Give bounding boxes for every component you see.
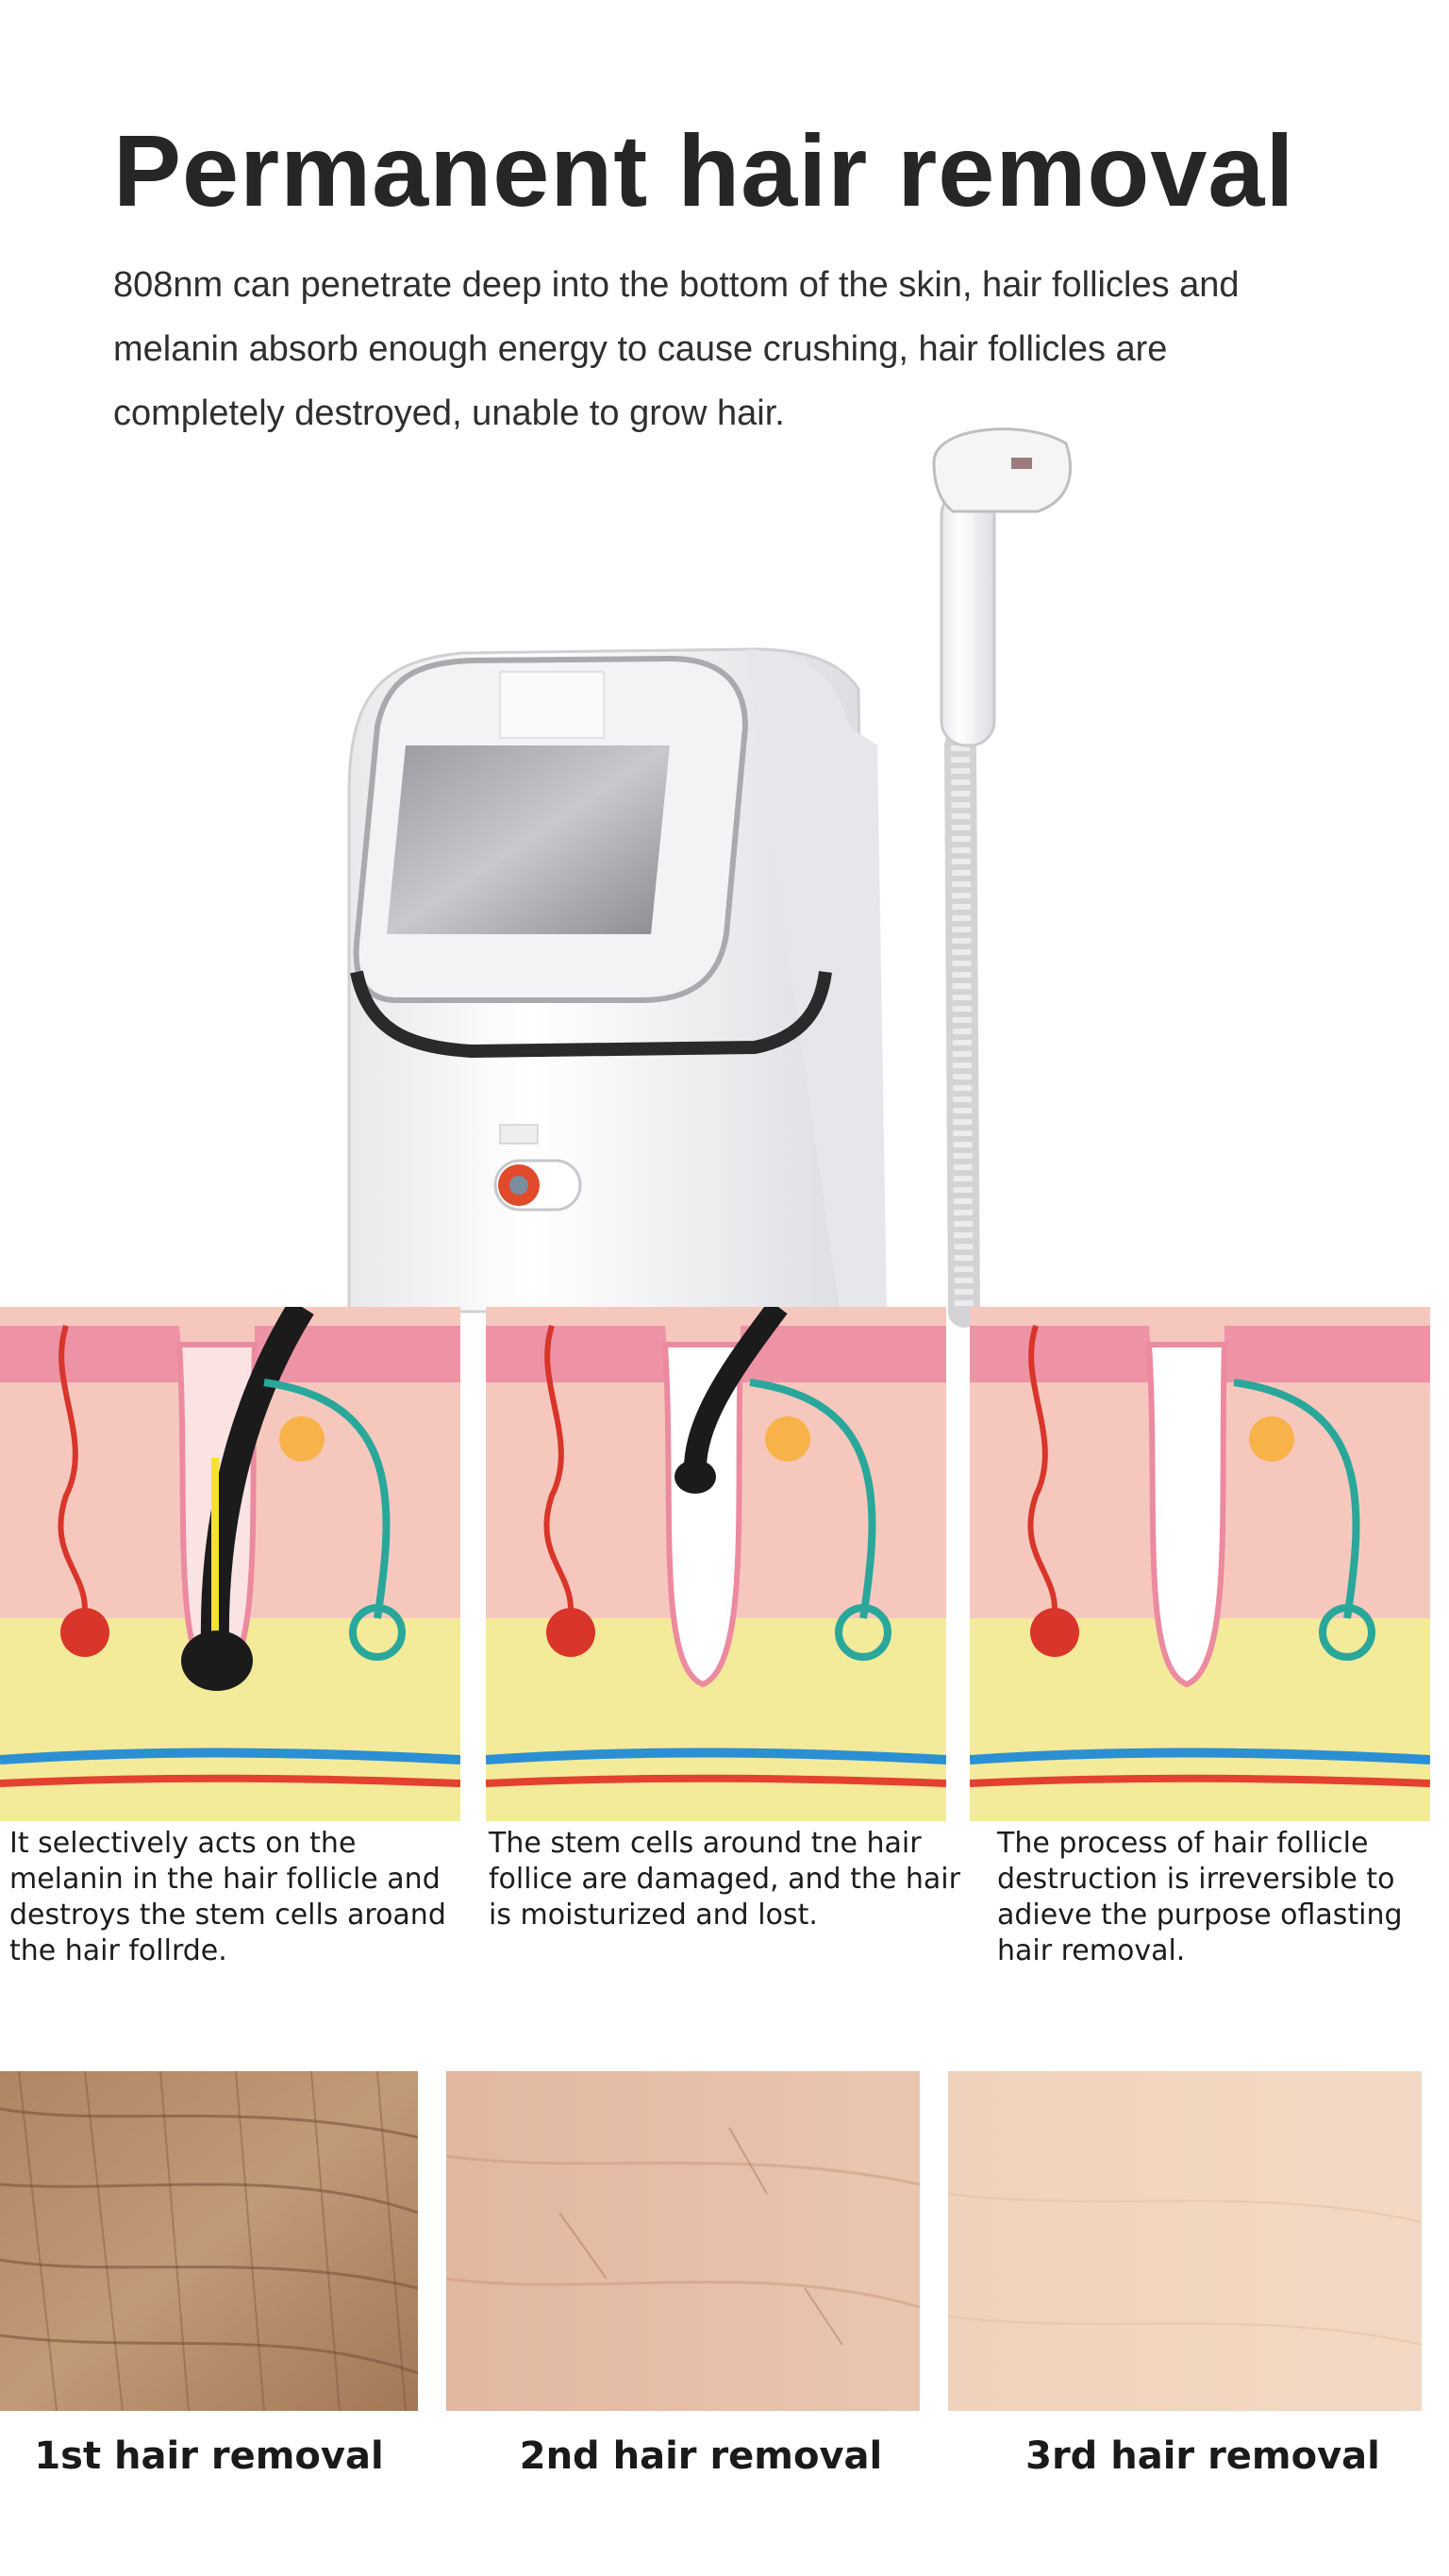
- sebaceous-gland: [1249, 1416, 1294, 1462]
- hair-shaft: [683, 1307, 788, 1473]
- stage-1-caption: It selectively acts on the melanin in th…: [9, 1827, 446, 1967]
- nerve: [749, 1379, 876, 1619]
- skin-photo-1st: [0, 2071, 418, 2411]
- skin-diagram-stage-3: [970, 1307, 1430, 1821]
- blood-vessel: [543, 1325, 574, 1610]
- stage-2-caption: The stem cells around tne hair follice a…: [489, 1827, 960, 1932]
- skin-diagram-stage-1: [0, 1307, 460, 1821]
- hair-bulb: [181, 1631, 253, 1691]
- nerve: [1233, 1379, 1360, 1619]
- epidermis-layer: [970, 1326, 1430, 1382]
- skin-photo-2nd: [446, 2071, 920, 2411]
- epidermis-layer: [0, 1326, 460, 1382]
- artery: [0, 1774, 460, 1787]
- blood-vessel: [1027, 1325, 1058, 1610]
- intro-text: 808nm can penetrate deep into the bottom…: [113, 265, 1240, 433]
- result-label-1st: 1st hair removal: [34, 2434, 384, 2478]
- hair-follicle: [661, 1342, 744, 1688]
- blood-vessel: [58, 1325, 88, 1610]
- nerve: [263, 1379, 391, 1619]
- vein: [486, 1748, 946, 1765]
- laser-device-drawing: [347, 427, 1073, 1328]
- vein: [0, 1748, 460, 1765]
- page-title: Permanent hair removal: [113, 113, 1295, 227]
- skin-photo-3rd: [948, 2071, 1422, 2411]
- skin-diagram-stage-2: [486, 1307, 946, 1821]
- result-label-2nd: 2nd hair removal: [519, 2434, 883, 2478]
- hair-bulb: [675, 1460, 716, 1494]
- hair-follicle: [1145, 1342, 1228, 1688]
- artery: [970, 1774, 1430, 1787]
- result-label-3rd: 3rd hair removal: [1025, 2434, 1380, 2478]
- stage-3-caption: The process of hair follicle destruction…: [997, 1827, 1403, 1967]
- laser-device-image: [311, 406, 1160, 1330]
- sebaceous-gland: [765, 1416, 810, 1462]
- epidermis-layer: [486, 1326, 946, 1382]
- sebaceous-gland: [279, 1416, 325, 1462]
- artery: [486, 1774, 946, 1787]
- vein: [970, 1748, 1430, 1765]
